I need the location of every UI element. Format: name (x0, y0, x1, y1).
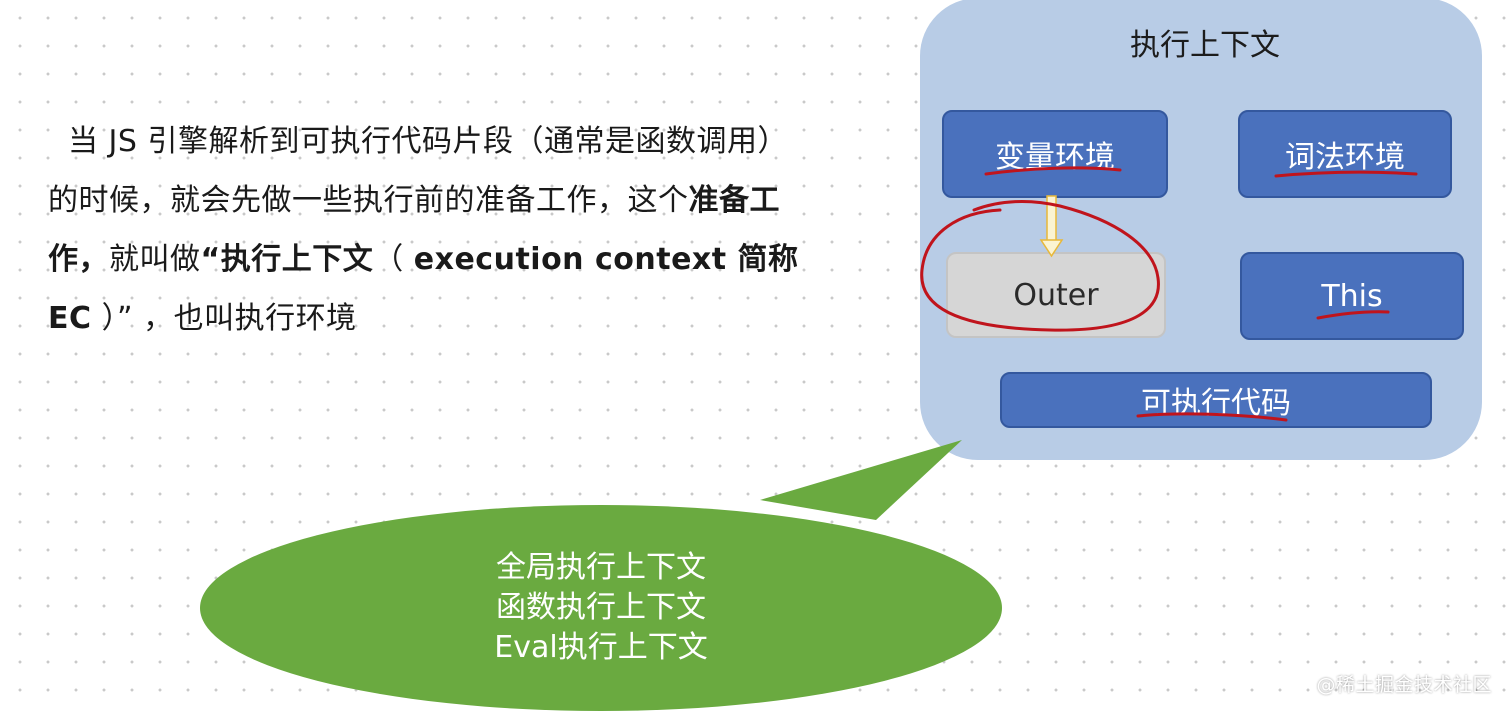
watermark: @稀土掘金技术社区 (1316, 674, 1492, 696)
panel-title: 执行上下文 (1130, 28, 1280, 63)
bubble-line-global: 全局执行上下文 (496, 550, 706, 585)
intro-line-4: EC ）” ，也叫执行环境 (48, 301, 357, 336)
lexical-environment-box: 词法环境 (1238, 110, 1452, 198)
intro-paragraph: 当 JS 引擎解析到可执行代码片段（通常是函数调用） 的时候，就会先做一些执行前… (48, 112, 848, 348)
executable-code-label: 可执行代码 (1141, 386, 1291, 421)
this-box: This (1240, 252, 1464, 340)
executable-code-box: 可执行代码 (1000, 372, 1432, 428)
intro-line-1: 当 JS 引擎解析到可执行代码片段（通常是函数调用） (68, 124, 788, 159)
outer-box: Outer (946, 252, 1166, 338)
bubble-line-function: 函数执行上下文 (496, 590, 706, 625)
intro-line-2: 的时候，就会先做一些执行前的准备工作，这个准备工 (48, 183, 780, 218)
lexical-environment-label: 词法环境 (1285, 140, 1405, 175)
variable-environment-box: 变量环境 (942, 110, 1168, 198)
intro-line-3: 作，就叫做“执行上下文（ execution context 简称 (48, 242, 799, 277)
variable-environment-label: 变量环境 (995, 140, 1115, 175)
speech-bubble-text: 全局执行上下文 函数执行上下文 Eval执行上下文 (200, 505, 1002, 711)
this-label: This (1321, 278, 1383, 314)
outer-label: Outer (1013, 277, 1099, 313)
bubble-line-eval: Eval执行上下文 (494, 630, 708, 665)
